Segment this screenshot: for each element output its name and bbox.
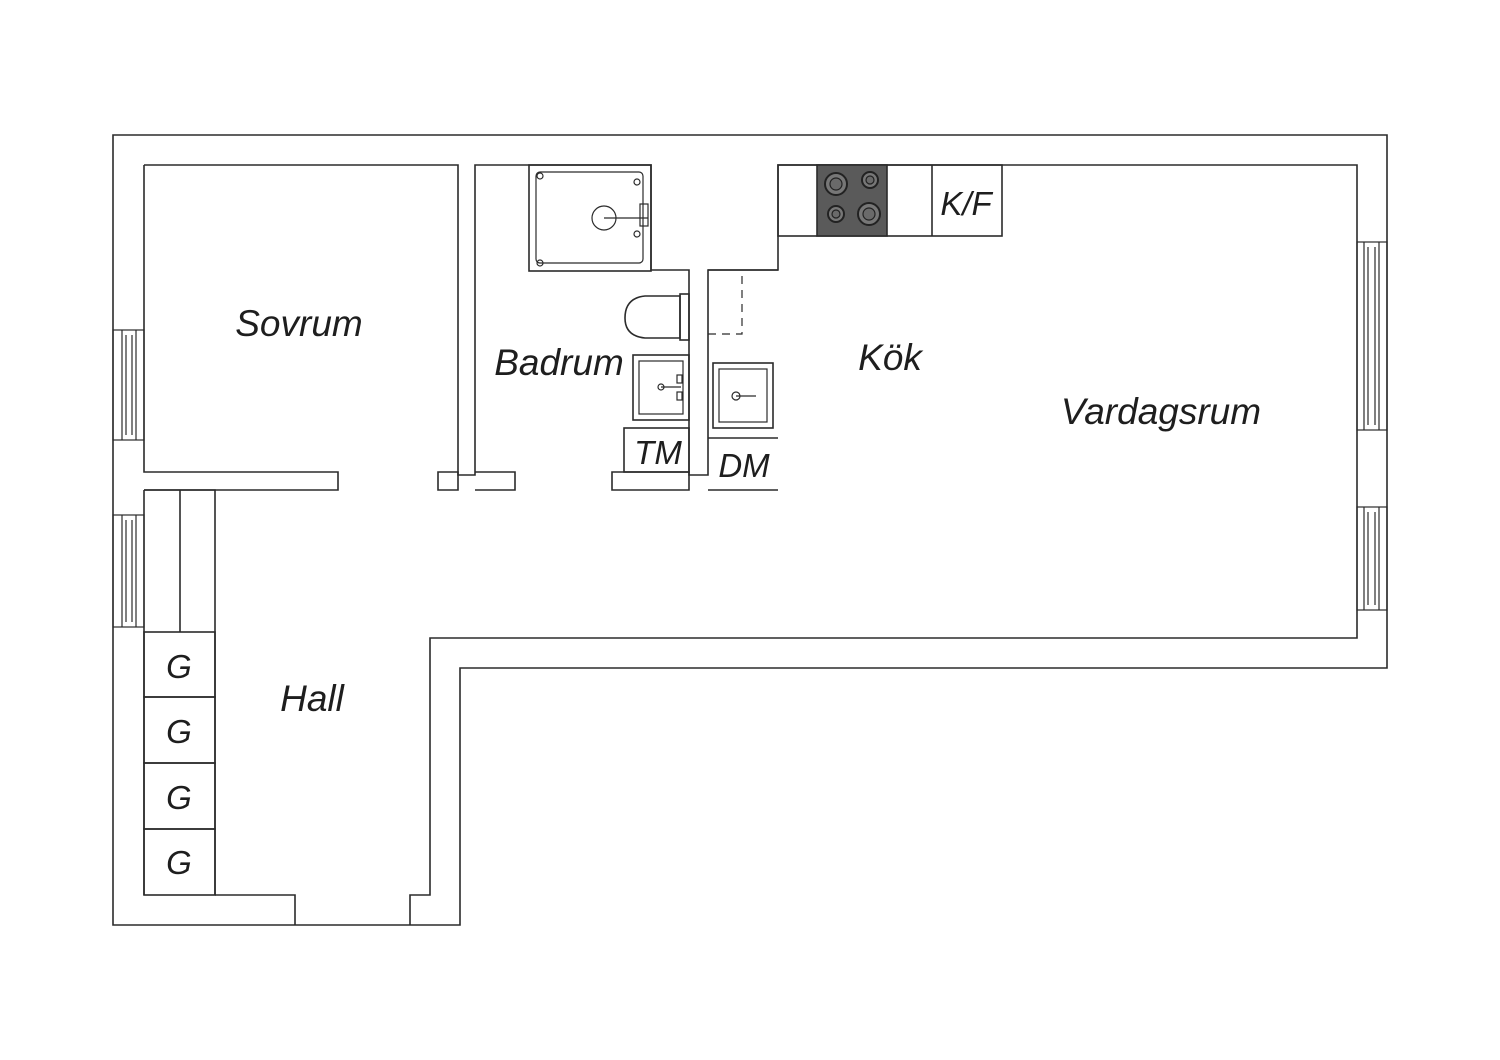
window-right-upper [1356, 241, 1388, 431]
sovrum-walls [143, 165, 690, 491]
label-wardrobe: G [166, 713, 192, 750]
window-left-upper [112, 329, 145, 441]
room-label-sovrum: Sovrum [235, 303, 362, 344]
room-label-kok: Kök [858, 337, 924, 378]
label-tm: TM [634, 434, 682, 471]
label-wardrobe: G [166, 779, 192, 816]
label-dm: DM [718, 447, 770, 484]
kitchen-counter [708, 269, 778, 491]
room-label-hall: Hall [280, 678, 346, 719]
bathroom-sink [632, 354, 690, 421]
outer-wall [112, 134, 1388, 926]
wardrobe-stack [143, 631, 216, 896]
label-kf: K/F [940, 185, 993, 222]
tm-box [623, 427, 690, 473]
top-counter [777, 164, 1003, 237]
shower [528, 164, 652, 272]
room-label-vardagsrum: Vardagsrum [1061, 391, 1261, 432]
label-wardrobe: G [166, 648, 192, 685]
window-left-lower [112, 514, 145, 628]
label-wardrobe: G [166, 844, 192, 881]
room-label-badrum: Badrum [494, 342, 624, 383]
toilet [624, 293, 690, 341]
window-right-lower [1356, 506, 1388, 611]
